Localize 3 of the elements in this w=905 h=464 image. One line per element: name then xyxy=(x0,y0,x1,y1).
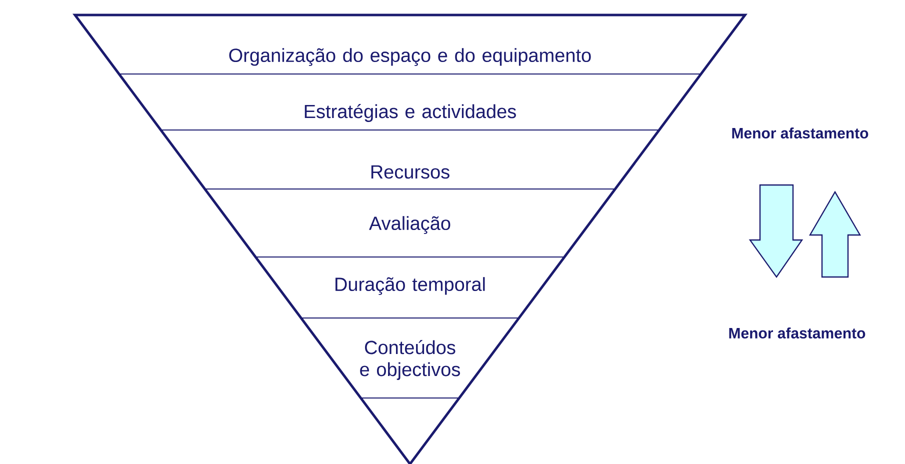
node-label: Organização do espaço e do equipamento xyxy=(229,48,591,66)
side-label: Menor afastamento xyxy=(732,128,868,138)
side-label: Menor afastamento xyxy=(729,328,866,338)
